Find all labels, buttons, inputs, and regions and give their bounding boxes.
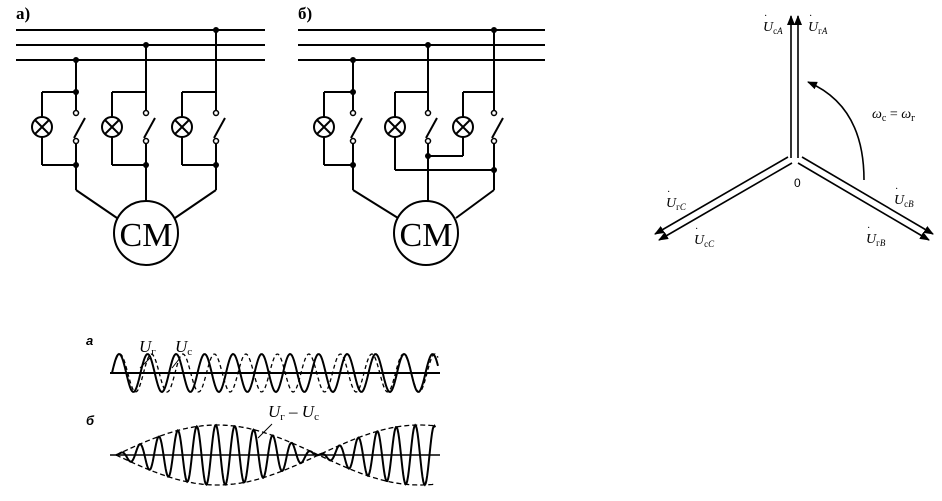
waveforms: а б Uг Uс Uг – Uс bbox=[86, 333, 440, 487]
svg-text:·: · bbox=[809, 11, 812, 22]
phasor-ucc bbox=[658, 162, 793, 241]
envelope-bottom bbox=[115, 454, 437, 486]
label-ugb: UгB · bbox=[866, 223, 886, 248]
label-ug: Uг bbox=[139, 337, 156, 358]
label-uca: UсA · bbox=[763, 11, 783, 36]
svg-text:·: · bbox=[867, 223, 870, 234]
lamp-icon bbox=[101, 116, 123, 138]
svg-text:UсA: UсA bbox=[763, 20, 783, 36]
machine-label: СМ bbox=[120, 217, 173, 254]
label-uga: UгA · bbox=[808, 11, 828, 36]
svg-text:UсC: UсC bbox=[694, 233, 715, 249]
label-ugc: UгC · bbox=[666, 187, 687, 212]
switch-icon bbox=[213, 117, 226, 139]
phasor-ucb bbox=[801, 156, 934, 235]
svg-text:UсB: UсB bbox=[894, 193, 914, 209]
switch-icon bbox=[491, 117, 504, 139]
switch-icon bbox=[73, 117, 86, 139]
lamp-icon bbox=[384, 116, 406, 138]
lamp-icon bbox=[31, 116, 53, 138]
label-diff: Uг – Uс bbox=[268, 402, 319, 423]
rotation-arrow bbox=[807, 81, 865, 181]
machine-label: СМ bbox=[400, 217, 453, 254]
switch-icon bbox=[143, 117, 156, 139]
label-ucb: UсB · bbox=[894, 184, 914, 209]
svg-text:·: · bbox=[895, 184, 898, 195]
circuit-a-label: а) bbox=[16, 4, 30, 23]
phasor-ugb bbox=[797, 162, 930, 241]
lamp-icon bbox=[452, 116, 474, 138]
svg-text:·: · bbox=[764, 11, 767, 22]
wave-a-label: а bbox=[86, 333, 93, 348]
svg-text:·: · bbox=[667, 187, 670, 198]
phasor-diagram: 0 UсA · UгA · UгC · UсC · UсB · UгB · ωс… bbox=[654, 11, 934, 249]
svg-text:UгB: UгB bbox=[866, 232, 886, 248]
omega-relation: ωс = ωг bbox=[872, 107, 915, 124]
circuit-b: б) bbox=[298, 4, 545, 266]
label-uc: Uс bbox=[175, 337, 192, 358]
svg-text:·: · bbox=[695, 224, 698, 235]
wave-beat-curve bbox=[115, 423, 437, 487]
svg-text:UгA: UгA bbox=[808, 20, 828, 36]
wave-ug-curve bbox=[111, 352, 439, 394]
origin-label: 0 bbox=[794, 176, 801, 190]
circuit-b-label: б) bbox=[298, 4, 312, 23]
svg-text:UгC: UгC bbox=[666, 196, 687, 212]
circuit-a: а) bbox=[16, 4, 265, 266]
lamp-icon bbox=[313, 116, 335, 138]
synchronous-machine-icon bbox=[113, 200, 179, 266]
switch-icon bbox=[350, 117, 363, 139]
switch-icon bbox=[425, 117, 438, 139]
label-ucc: UсC · bbox=[694, 224, 715, 249]
phasor-ugc bbox=[654, 156, 789, 235]
envelope-top bbox=[115, 424, 437, 456]
wave-b-label: б bbox=[86, 413, 95, 428]
synchronous-machine-icon bbox=[393, 200, 459, 266]
wave-uc-curve bbox=[111, 353, 439, 393]
pointer-diff bbox=[257, 423, 273, 439]
lamp-icon bbox=[171, 116, 193, 138]
